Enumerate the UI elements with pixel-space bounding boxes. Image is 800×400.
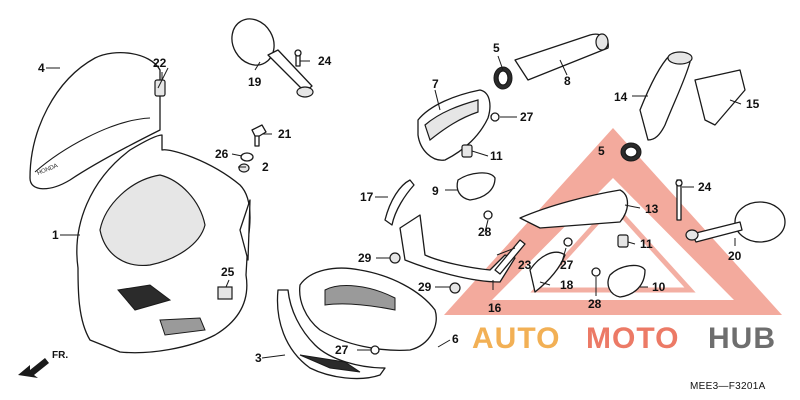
callout-5-lower: 5 xyxy=(598,144,605,158)
washer-part-26 xyxy=(240,152,254,162)
callout-28-left: 28 xyxy=(478,225,492,239)
callout-22: 22 xyxy=(153,56,167,70)
callout-19: 19 xyxy=(248,75,262,89)
leader-lines xyxy=(46,55,742,359)
intake-duct-part-14 xyxy=(639,51,693,141)
callout-4: 4 xyxy=(38,61,45,75)
inner-panel-part-6 xyxy=(299,267,437,351)
spacer-part-11-upper xyxy=(461,144,473,158)
callout-1: 1 xyxy=(52,228,59,242)
nut-part-29-upper xyxy=(389,252,401,264)
callout-11-lower: 11 xyxy=(640,237,653,251)
upper-cowl xyxy=(76,134,251,354)
cover-part-15 xyxy=(694,69,746,126)
screw-part-27-mid xyxy=(490,112,500,122)
callout-17: 17 xyxy=(360,190,374,204)
clamp-part-9 xyxy=(456,172,496,201)
callout-labels: 4 1 22 19 24 21 26 2 25 3 27 6 7 5 8 27 … xyxy=(38,41,760,365)
screw-part-27-right xyxy=(563,237,573,247)
callout-10: 10 xyxy=(652,280,666,294)
pipe-part-23 xyxy=(494,239,526,275)
cover-plate-part-13 xyxy=(519,189,629,229)
grommet-part-22 xyxy=(154,79,166,97)
callout-28-right: 28 xyxy=(588,297,602,311)
callout-21: 21 xyxy=(278,127,292,141)
watermark-hub: HUB xyxy=(708,322,776,355)
callout-29-upper: 29 xyxy=(358,251,372,265)
nut-part-2 xyxy=(238,163,250,173)
front-direction-label: FR. xyxy=(52,350,68,361)
callout-27-bottom: 27 xyxy=(335,343,349,357)
watermark-moto: MOTO xyxy=(586,322,679,355)
callout-18: 18 xyxy=(560,278,574,292)
windscreen: HONDA xyxy=(29,52,161,190)
seal-ring-part-5-lower xyxy=(620,142,642,162)
watermark-text: AUTO MOTO HUB xyxy=(472,322,776,355)
bolt-part-24-right xyxy=(675,179,683,221)
inner-bracket-part-3 xyxy=(276,289,386,380)
callout-29-lower: 29 xyxy=(418,280,432,294)
callout-24-left: 24 xyxy=(318,54,332,68)
callout-23: 23 xyxy=(518,258,532,272)
callout-6: 6 xyxy=(452,332,459,346)
bracket-part-18 xyxy=(529,251,566,293)
clamp-part-10 xyxy=(607,264,646,298)
screw-part-28-left xyxy=(483,210,493,220)
bracket-part-17 xyxy=(384,179,415,226)
callout-27-mid: 27 xyxy=(520,110,534,124)
air-duct-part-7 xyxy=(417,89,491,161)
bolt-part-24-left xyxy=(294,49,302,67)
callout-7: 7 xyxy=(432,77,439,91)
screw-part-28-right xyxy=(591,267,601,277)
callout-3: 3 xyxy=(255,351,262,365)
intake-tube-part-8 xyxy=(514,33,609,81)
callout-2: 2 xyxy=(262,160,269,174)
callout-20: 20 xyxy=(728,249,742,263)
screw-part-27-bottom xyxy=(370,345,380,355)
callout-5-upper: 5 xyxy=(493,41,500,55)
callout-26: 26 xyxy=(215,147,229,161)
bolt-part-21 xyxy=(251,124,267,147)
callout-9: 9 xyxy=(432,184,439,198)
mirror-left xyxy=(231,18,314,98)
callout-16: 16 xyxy=(488,301,502,315)
callout-13: 13 xyxy=(645,202,659,216)
watermark-auto: AUTO xyxy=(472,322,560,355)
front-direction-arrow: FR. xyxy=(18,350,68,378)
clip-part-25 xyxy=(217,286,233,300)
diagram-code: MEE3—F3201A xyxy=(690,381,766,392)
callout-15: 15 xyxy=(746,97,760,111)
callout-11-upper: 11 xyxy=(490,149,503,163)
mirror-right xyxy=(685,201,786,243)
callout-27-right: 27 xyxy=(560,258,574,272)
spacer-part-11-lower xyxy=(617,234,629,248)
callout-14: 14 xyxy=(614,90,628,104)
callout-24-right: 24 xyxy=(698,180,712,194)
callout-25: 25 xyxy=(221,265,235,279)
nut-part-29-lower xyxy=(449,282,461,294)
callout-8: 8 xyxy=(564,74,571,88)
seal-ring-part-5-upper xyxy=(493,66,513,90)
